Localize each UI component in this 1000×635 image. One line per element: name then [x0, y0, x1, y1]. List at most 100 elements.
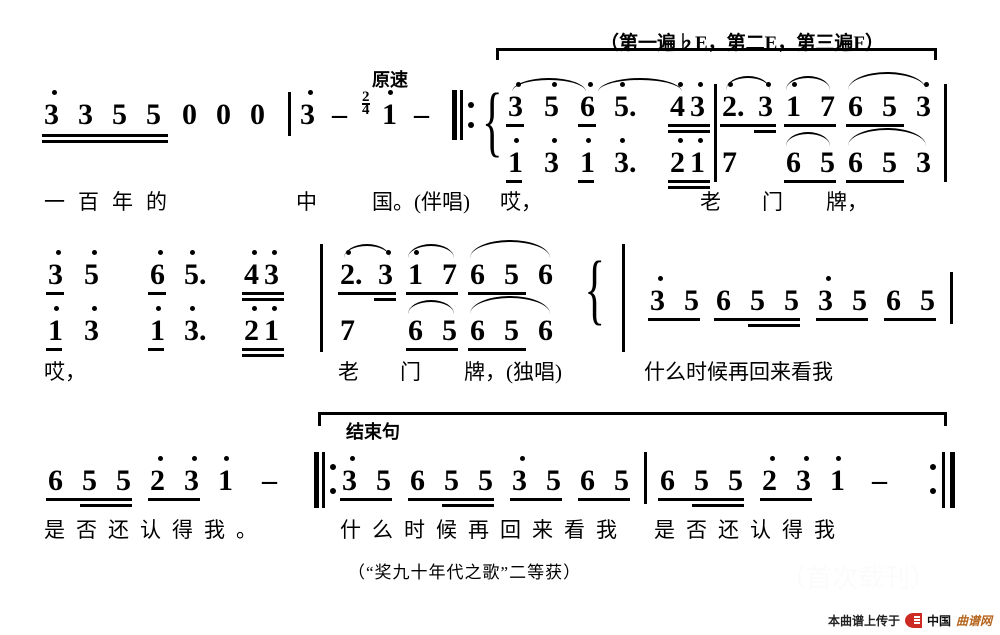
note: 1 — [690, 146, 705, 179]
note: 5 — [920, 284, 935, 317]
key-annotation: （第一遍♭E，第二E，第三遍F） — [600, 33, 884, 54]
note: 3 — [916, 90, 931, 123]
octave-dot-above — [92, 306, 97, 311]
lyric-syllable: 的 — [146, 190, 167, 214]
octave-dot-above — [698, 138, 703, 143]
octave-dot-above — [252, 250, 257, 255]
note: 2. — [340, 258, 363, 291]
lyric-syllable: 哎， — [44, 360, 86, 384]
beam — [760, 498, 812, 501]
note: 3 — [44, 98, 59, 131]
octave-dot-above — [826, 276, 831, 281]
note: 2 — [670, 146, 685, 179]
footer-uploaded-label: 本曲谱上传于 — [827, 614, 900, 628]
beam — [242, 298, 284, 301]
note: 6 — [538, 314, 553, 347]
beam — [692, 504, 744, 507]
octave-dot-above — [620, 138, 625, 143]
lyric-syllable: 哎， — [500, 190, 542, 214]
octave-dot-above — [552, 82, 557, 87]
lyric-syllable: 百 — [78, 190, 99, 214]
beam — [406, 292, 458, 295]
octave-dot-above — [92, 250, 97, 255]
beam — [648, 318, 700, 321]
octave-dot-above — [54, 306, 59, 311]
note: 5 — [820, 146, 835, 179]
note: 0 — [182, 98, 197, 131]
octave-dot-above — [792, 82, 797, 87]
footer-site-cn: 中国 — [926, 614, 951, 628]
beam — [80, 504, 132, 507]
octave-dot-above — [836, 456, 841, 461]
note: 3 — [818, 284, 833, 317]
note: 5 — [882, 146, 897, 179]
beam — [468, 348, 526, 351]
lyric-syllable: 国。(伴唱) — [372, 190, 470, 214]
beam — [442, 504, 494, 507]
octave-dot-above — [158, 456, 163, 461]
note: 3 — [796, 464, 811, 497]
octave-dot-above — [56, 250, 61, 255]
note: 7 — [340, 314, 355, 347]
beam — [578, 124, 596, 127]
ending-bracket-tick-left — [318, 412, 321, 426]
slur — [786, 76, 830, 90]
octave-dot-above — [658, 276, 663, 281]
note: 3 — [184, 464, 199, 497]
beam — [748, 324, 800, 327]
octave-dot-above — [190, 250, 195, 255]
beam — [510, 498, 562, 501]
note: 6 — [580, 464, 595, 497]
note: 3 — [78, 98, 93, 131]
note: 7 — [722, 146, 737, 179]
beam — [46, 348, 62, 351]
beam — [658, 498, 744, 501]
octave-dot-above — [350, 456, 355, 461]
note: 5 — [614, 464, 629, 497]
octave-dot-above — [272, 250, 277, 255]
note: 6 — [786, 146, 801, 179]
ending-bracket-line — [318, 412, 946, 415]
note: 5 — [84, 258, 99, 291]
note: 0 — [250, 98, 265, 131]
note: 5 — [784, 284, 799, 317]
note-extend-dash: – — [262, 464, 277, 497]
lyric-syllable: 门 — [762, 190, 783, 214]
note: 5 — [504, 258, 519, 291]
lyric-syllable: 牌， — [826, 190, 868, 214]
note: 5 — [750, 284, 765, 317]
voice-brace-open: { — [482, 77, 503, 164]
note: 5 — [146, 98, 161, 131]
note: 1 — [508, 146, 523, 179]
beam — [242, 292, 284, 295]
note: 1 — [218, 464, 233, 497]
note: 5 — [852, 284, 867, 317]
note: 3 — [48, 258, 63, 291]
octave-dot-above — [804, 456, 809, 461]
beam — [46, 292, 64, 295]
note: 6 — [848, 90, 863, 123]
note: 6 — [848, 146, 863, 179]
page-watermark: （首次载刊） — [780, 564, 937, 593]
repeat-begin-thick-bar-2 — [314, 452, 319, 508]
slur — [598, 78, 682, 92]
slur — [848, 72, 926, 90]
octave-dot-above — [678, 138, 683, 143]
note: 4 — [670, 90, 685, 123]
note: 5 — [376, 464, 391, 497]
lyric-syllable: 牌，(独唱) — [464, 360, 562, 384]
repeat-bracket-tick-left — [496, 48, 499, 60]
octave-dot-above — [386, 250, 391, 255]
note: 2. — [722, 90, 745, 123]
slur — [344, 244, 390, 258]
note: 5 — [112, 98, 127, 131]
beam — [42, 140, 168, 143]
note-extend-dash: – — [872, 464, 887, 497]
repeat-end-thick-bar — [950, 452, 955, 508]
beam — [884, 318, 936, 321]
note: 5 — [694, 464, 709, 497]
repeat-bracket-tick-right — [934, 48, 937, 60]
slur — [726, 76, 770, 90]
beam — [506, 124, 524, 127]
slur — [408, 300, 454, 314]
